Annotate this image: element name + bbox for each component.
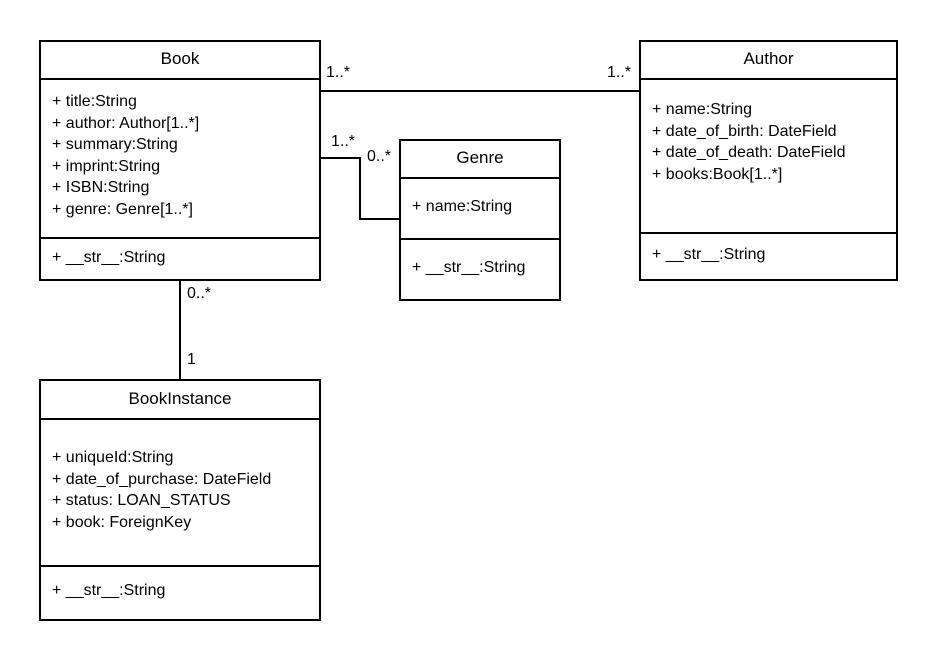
- book-author-multiplicity-book-end: 1..*: [326, 64, 351, 81]
- genre-class-box[interactable]: Genre: [399, 139, 561, 301]
- genre-operation: + __str__:String: [412, 259, 526, 276]
- book-attribute: + imprint:String: [52, 157, 161, 175]
- book-attributes-list: + title:String + author: Author[1..*] + …: [41, 91, 319, 220]
- book-genre-multiplicity-book-end: 1..*: [331, 133, 356, 150]
- bookinstance-operations-divider: [39, 565, 321, 567]
- bookinstance-class-box[interactable]: BookInstance: [39, 379, 321, 621]
- genre-operations-list: + __str__:String: [401, 257, 559, 279]
- book-author-multiplicity-author-end: 1..*: [607, 64, 632, 81]
- bookinstance-attribute: + status: LOAN_STATUS: [52, 492, 231, 509]
- bookinstance-operation: + __str__:String: [52, 582, 166, 599]
- book-bookinstance-multiplicity-instance-end: 1: [187, 351, 196, 368]
- bookinstance-attributes-list: + uniqueId:String + date_of_purchase: Da…: [41, 447, 319, 533]
- bookinstance-class-name: BookInstance: [41, 381, 319, 420]
- author-operations-divider: [639, 232, 898, 234]
- author-attribute: + books:Book[1..*]: [652, 165, 783, 183]
- book-class-box[interactable]: Book: [39, 40, 321, 281]
- author-attributes-list: + name:String + date_of_birth: DateField…: [641, 99, 896, 185]
- book-bookinstance-multiplicity-book-end: 0..*: [187, 285, 212, 302]
- book-attribute: + title:String: [52, 93, 137, 110]
- bookinstance-attribute: + uniqueId:String: [52, 449, 174, 466]
- author-class-box[interactable]: Author: [639, 40, 898, 281]
- book-attribute: + ISBN:String: [52, 179, 150, 196]
- book-operations-divider: [39, 237, 321, 239]
- book-attribute: + genre: Genre[1..*]: [52, 200, 193, 218]
- bookinstance-attribute: + date_of_purchase: DateField: [52, 470, 272, 488]
- genre-attributes-list: + name:String: [401, 196, 559, 218]
- author-operations-list: + __str__:String: [641, 244, 896, 266]
- author-class-name: Author: [641, 42, 896, 80]
- bookinstance-attribute: + book: ForeignKey: [52, 513, 192, 531]
- genre-operations-divider: [399, 238, 561, 240]
- book-attribute: + author: Author[1..*]: [52, 114, 200, 132]
- bookinstance-operations-list: + __str__:String: [41, 580, 319, 602]
- author-attribute: + name:String: [652, 101, 753, 118]
- author-attribute: + date_of_birth: DateField: [652, 122, 837, 140]
- book-genre-association-line: [320, 157, 400, 220]
- author-attribute: + date_of_death: DateField: [652, 144, 846, 161]
- author-operation: + __str__:String: [652, 246, 766, 263]
- book-operation: + __str__:String: [52, 249, 166, 266]
- book-operations-list: + __str__:String: [41, 247, 319, 269]
- genre-class-name: Genre: [401, 141, 559, 179]
- book-attribute: + summary:String: [52, 136, 178, 153]
- book-class-name: Book: [41, 42, 319, 80]
- genre-attribute: + name:String: [412, 198, 513, 215]
- book-genre-multiplicity-genre-end: 0..*: [367, 148, 392, 165]
